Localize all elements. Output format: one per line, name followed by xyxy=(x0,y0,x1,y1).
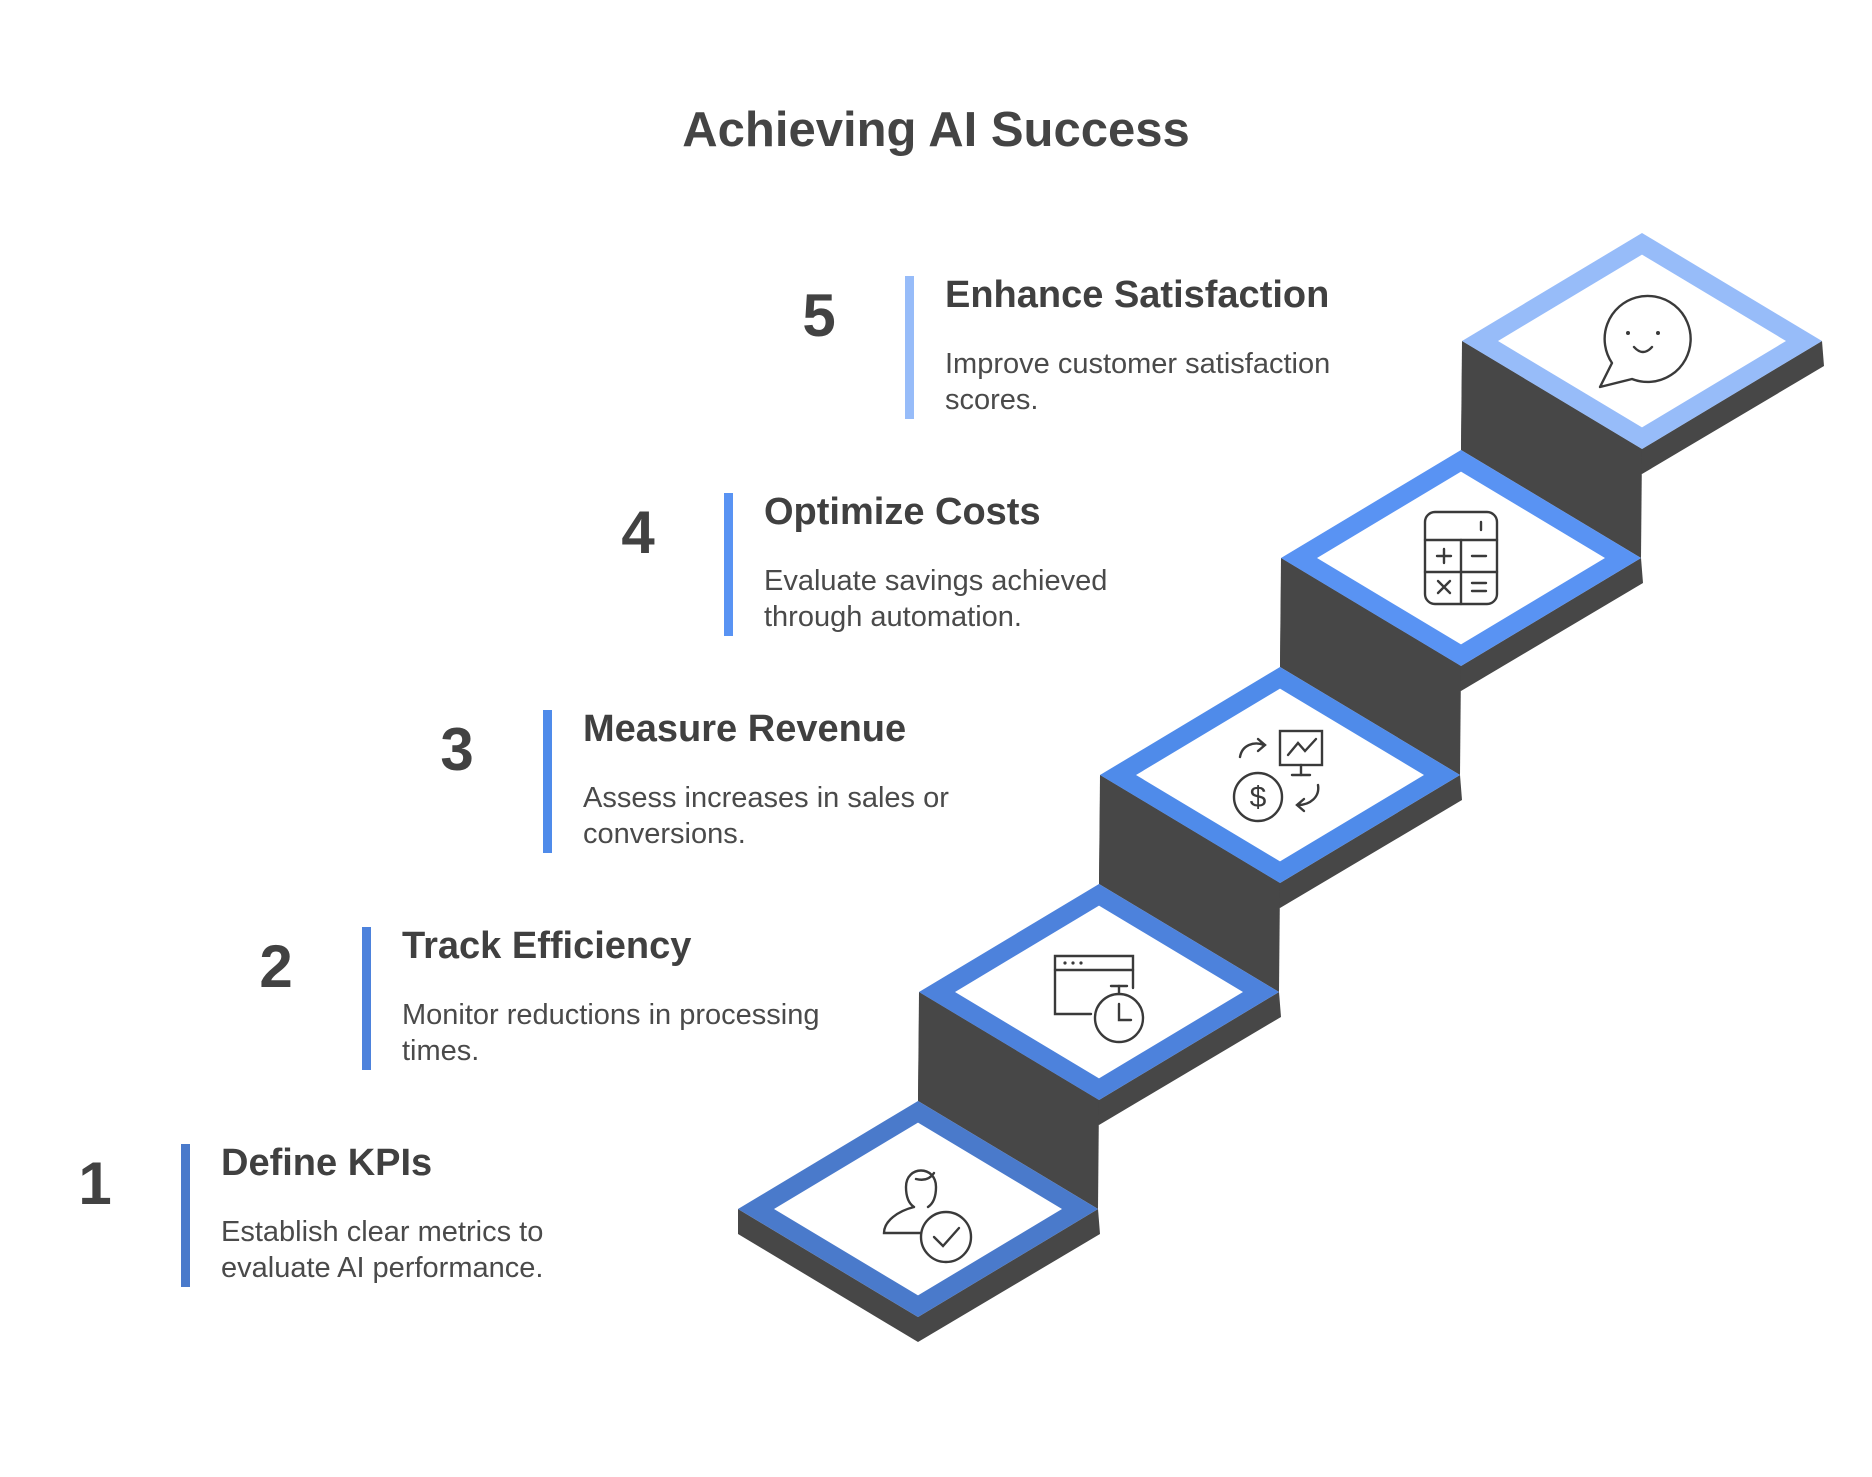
smiley-chat-icon xyxy=(1598,294,1692,389)
step-3-accent-bar xyxy=(543,710,552,853)
step-1-description: Establish clear metrics to evaluate AI p… xyxy=(221,1216,544,1284)
step-1-tile xyxy=(774,1122,1062,1296)
step-1-side xyxy=(918,1209,1100,1342)
step-5-riser xyxy=(1461,341,1642,558)
step-4-riser xyxy=(1280,558,1461,775)
step-5-side xyxy=(1642,341,1824,474)
step-3-description: Assess increases in sales or conversions… xyxy=(583,782,949,850)
step-3-side xyxy=(1280,775,1462,908)
page-title: Achieving AI Success xyxy=(682,103,1190,157)
step-3-riser xyxy=(1099,775,1280,992)
step-2-heading: Track Efficiency xyxy=(402,925,692,967)
calculator-icon xyxy=(1423,510,1499,606)
step-4-side xyxy=(1461,558,1643,691)
step-4-description: Evaluate savings achieved through automa… xyxy=(764,565,1108,633)
step-2-number: 2 xyxy=(259,933,293,1000)
step-5-tile xyxy=(1498,254,1786,428)
step-2-riser xyxy=(918,992,1099,1209)
step-2-side xyxy=(1099,992,1281,1125)
step-4-number: 4 xyxy=(621,499,655,566)
step-1-heading: Define KPIs xyxy=(221,1142,433,1184)
step-5-block xyxy=(1461,233,1824,558)
step-4-heading: Optimize Costs xyxy=(764,491,1041,533)
step-3-tile xyxy=(1136,688,1424,862)
svg-text:$: $ xyxy=(1250,781,1267,814)
step-4-accent-bar xyxy=(724,493,733,636)
step-1-accent-bar xyxy=(181,1144,190,1287)
step-1-edge xyxy=(738,1209,918,1342)
step-4-block xyxy=(1280,450,1643,775)
step-2-accent-bar xyxy=(362,927,371,1070)
step-3-block: $ xyxy=(1099,667,1462,992)
step-5-number: 5 xyxy=(802,282,836,349)
step-2-description: Monitor reductions in processing times. xyxy=(402,999,820,1067)
step-3-heading: Measure Revenue xyxy=(583,708,907,750)
step-3-number: 3 xyxy=(440,716,474,783)
step-5-accent-bar xyxy=(905,276,914,419)
step-5-description: Improve customer satisfaction scores. xyxy=(945,348,1331,416)
step-1-number: 1 xyxy=(78,1150,112,1217)
window-stopwatch-icon xyxy=(1053,954,1145,1044)
step-2-block xyxy=(918,884,1281,1209)
user-check-icon xyxy=(882,1169,973,1264)
step-2-tile xyxy=(955,905,1243,1079)
revenue-exchange-icon: $ xyxy=(1232,729,1324,823)
step-5-heading: Enhance Satisfaction xyxy=(945,274,1330,316)
step-1-block xyxy=(738,1101,1100,1342)
